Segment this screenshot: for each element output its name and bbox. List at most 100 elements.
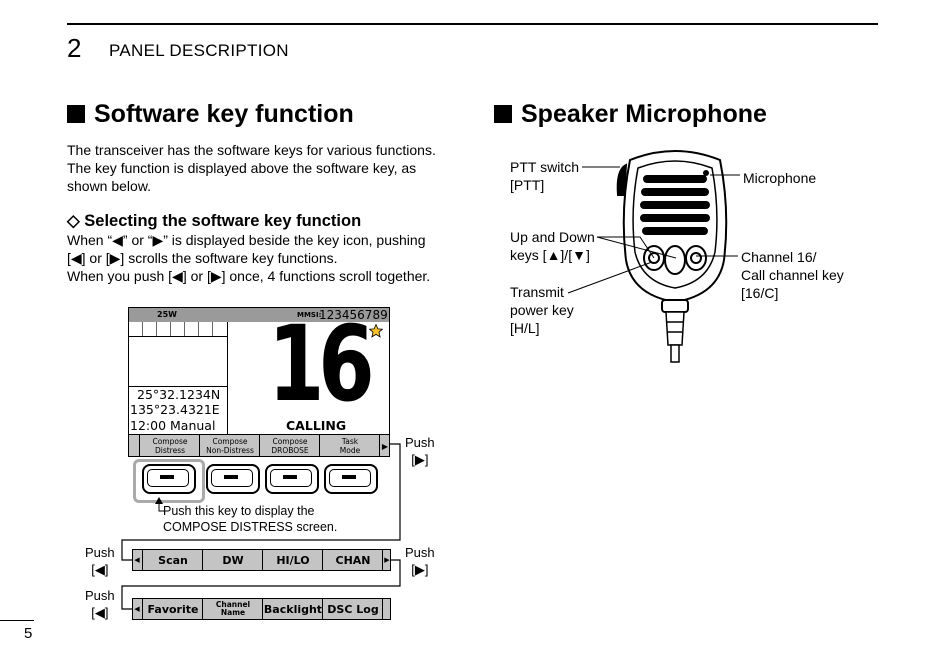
mmsi-label: MMSI: — [297, 311, 322, 319]
soft-key-line: Compose — [152, 437, 188, 446]
section-heading-speaker-mic: Speaker Microphone — [494, 100, 767, 129]
time-display: 12:00 Manual — [130, 418, 216, 433]
channel-line: [16/C] — [741, 285, 779, 301]
software-key-3[interactable] — [265, 464, 319, 494]
soft-key-line: Distress — [154, 446, 186, 455]
software-key-2[interactable] — [206, 464, 260, 494]
left-key-text: [◀] — [91, 605, 109, 620]
intro-line: The key function is displayed above the … — [67, 160, 417, 176]
speaker-microphone-illustration — [616, 150, 728, 363]
soft-key-scan: Scan — [142, 550, 203, 570]
page-number-rule — [0, 620, 34, 621]
push-text: Push — [85, 588, 115, 603]
software-key-4[interactable] — [324, 464, 378, 494]
intro-line: shown below. — [67, 178, 152, 194]
channel-number: 16 — [268, 307, 375, 425]
right-key-text: [▶] — [411, 452, 429, 467]
push-text: Push — [85, 545, 115, 560]
chapter-title: PANEL DESCRIPTION — [109, 41, 289, 60]
push-left-label-1: Push [◀] — [85, 544, 115, 578]
updown-line: keys [▲]/[▼] — [510, 247, 590, 263]
sub-line: When you push [◀] or [▶] once, 4 functio… — [67, 268, 431, 284]
intro-paragraph: The transceiver has the software keys fo… — [67, 141, 436, 195]
longitude: 135°23.4321E — [130, 402, 220, 417]
left-key-text: [◀] — [91, 562, 109, 577]
soft-key-line: Compose — [272, 437, 308, 446]
power-indicator: 25W — [157, 310, 177, 319]
soft-key-line: Name — [220, 608, 246, 617]
calling-status: CALLING — [286, 418, 347, 433]
strip-end-cell — [382, 599, 391, 619]
header-rule — [67, 23, 878, 25]
soft-key-dsc-log: DSC Log — [322, 599, 383, 619]
section-heading-software-key: Software key function — [67, 100, 354, 129]
lcd-status-bar — [129, 308, 389, 322]
scroll-right-icon: ▶ — [379, 435, 389, 456]
soft-key-line: Channel — [215, 600, 251, 609]
transmit-power-key-label: Transmit power key [H/L] — [510, 283, 574, 337]
mmsi-number: 123456789 — [319, 308, 388, 322]
channel-16-key-label: Channel 16/Call channel key [16/C] — [741, 248, 844, 302]
up-down-keys-label: Up and Down keys [▲]/[▼] — [510, 228, 595, 264]
channel-line: Channel 16/ — [741, 249, 817, 265]
soft-key-backlight: Backlight — [262, 599, 323, 619]
push-note-line: Push this key to display the — [163, 504, 315, 518]
favorite-star-icon — [369, 324, 383, 338]
page-number: 5 — [24, 625, 33, 642]
section-heading-text: Software key function — [94, 100, 354, 128]
ptt-switch-label: PTT switch[PTT] — [510, 158, 579, 194]
soft-key-line: Mode — [339, 446, 361, 455]
updown-line: Up and Down — [510, 229, 595, 245]
lcd-divider — [129, 386, 227, 387]
soft-key-line: Task — [341, 437, 359, 446]
push-text: Push — [405, 435, 435, 450]
soft-key-hi-lo: HI/LO — [262, 550, 323, 570]
soft-key-line: Non-Distress — [206, 446, 254, 455]
push-left-label-2: Push [◀] — [85, 587, 115, 621]
transmit-line: [H/L] — [510, 320, 540, 336]
lcd-display: 25W MMSI: 123456789 25°32.1234N 135°23.4… — [128, 307, 390, 457]
ptt-line: [PTT] — [510, 177, 545, 193]
soft-key-strip-1: ◀ Scan DW HI/LO CHAN ▶ — [132, 549, 391, 571]
chapter-number: 2 — [67, 33, 82, 63]
scroll-right-icon: ▶ — [382, 550, 391, 570]
latitude: 25°32.1234N — [137, 387, 221, 402]
intro-line: The transceiver has the software keys fo… — [67, 142, 436, 158]
square-bullet-icon — [67, 105, 85, 123]
scroll-left-icon: ◀ — [134, 557, 140, 564]
transmit-line: Transmit — [510, 284, 564, 300]
software-key-1[interactable] — [142, 464, 196, 494]
push-right-label-2: Push [▶] — [405, 544, 435, 578]
push-note-line: COMPOSE DISTRESS screen. — [163, 520, 338, 534]
square-bullet-icon — [494, 105, 512, 123]
sub-line: [◀] or [▶] scrolls the software key func… — [67, 250, 338, 266]
note-arrow-icon — [155, 497, 164, 512]
soft-key-line: Compose — [212, 437, 248, 446]
transmit-line: power key — [510, 302, 574, 318]
scroll-left-icon: ◀ — [134, 606, 140, 613]
subheading-selecting: ◇ Selecting the software key function — [67, 212, 362, 230]
channel-line: Call channel key — [741, 267, 844, 283]
soft-key-favorite: Favorite — [142, 599, 203, 619]
sub-line: When “◀” or “▶” is displayed beside the … — [67, 232, 426, 248]
lcd-divider — [227, 322, 228, 434]
section-heading-text: Speaker Microphone — [521, 100, 767, 128]
push-text: Push — [405, 545, 435, 560]
push-right-label-1: Push [▶] — [405, 434, 435, 468]
soft-key-line: DROBOSE — [271, 446, 309, 455]
push-note: Push this key to display the COMPOSE DIS… — [163, 503, 337, 535]
sub-paragraph: When “◀” or “▶” is displayed beside the … — [67, 231, 430, 285]
soft-key-chan: CHAN — [322, 550, 383, 570]
right-key-text: [▶] — [411, 562, 429, 577]
soft-key-dw: DW — [202, 550, 263, 570]
selected-key-highlight — [133, 459, 205, 503]
